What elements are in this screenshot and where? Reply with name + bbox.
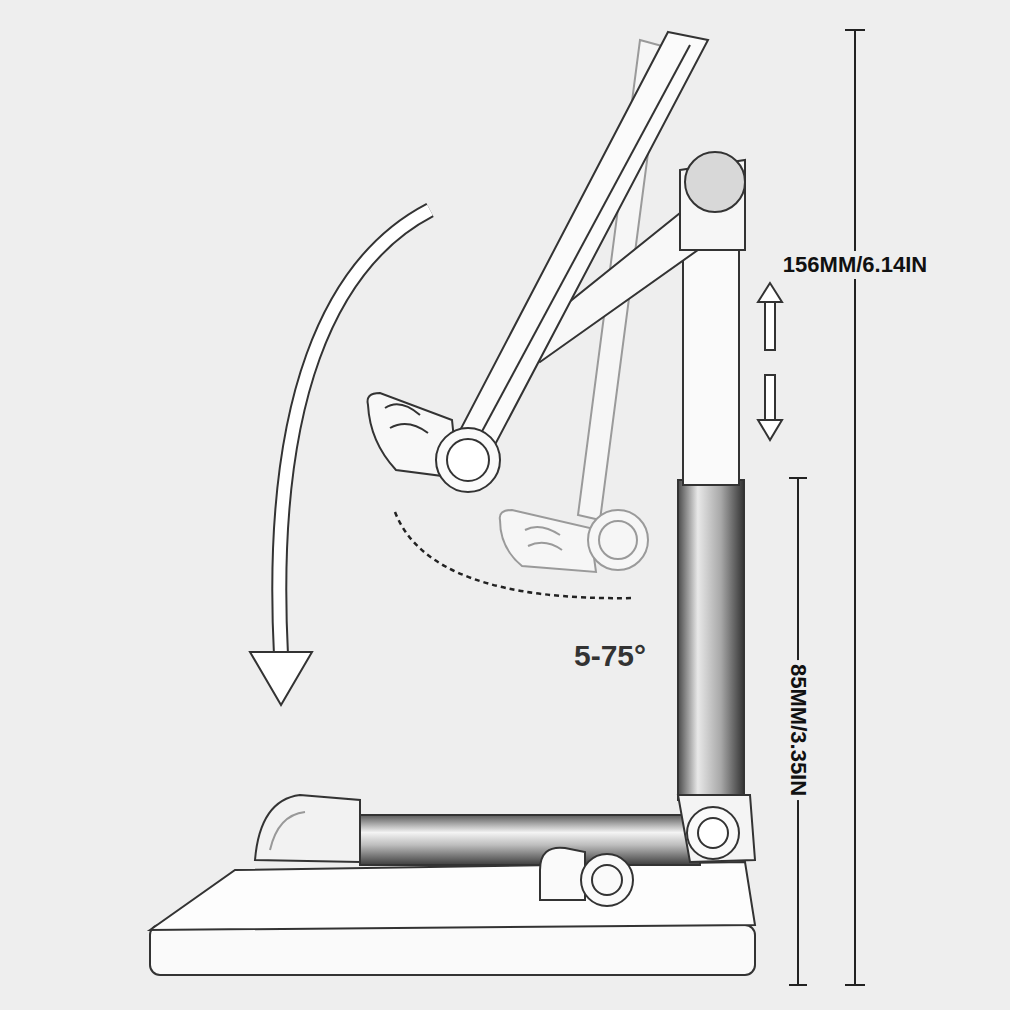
height-arrows (765, 302, 775, 350)
fold-arrow (250, 652, 312, 705)
height-arrows (758, 283, 782, 302)
dimension-label: 156MM/6.14IN (779, 251, 931, 279)
holder-arm (455, 32, 708, 458)
top-hinge (685, 152, 745, 212)
angle-label: 5-75° (570, 637, 650, 674)
ghost-arm (525, 527, 560, 535)
folded-foot (592, 865, 622, 895)
bottom-hinge (678, 795, 755, 862)
height-arrows (765, 375, 775, 420)
lower-tube (678, 480, 744, 800)
bottom-hinge (698, 818, 728, 848)
ghost-arm (528, 543, 562, 550)
bottom-hinge (687, 807, 739, 859)
folded-foot (581, 854, 633, 906)
holder-foot (385, 404, 420, 415)
height-arrows (758, 283, 782, 440)
ghost-arm (588, 510, 648, 570)
base (150, 925, 755, 975)
holder-arm (472, 45, 690, 450)
dimension-line (845, 30, 865, 985)
horizontal-tube (360, 815, 700, 865)
dimension-line (854, 30, 856, 985)
folded-foot (540, 848, 633, 906)
ghost-arm (500, 510, 596, 572)
dimension-line (845, 29, 865, 31)
base (255, 795, 360, 862)
base (150, 862, 755, 930)
ghost-arm (599, 521, 637, 559)
top-hinge (680, 152, 745, 250)
dimension-label: 85MM/3.35IN (784, 660, 812, 800)
holder-foot (368, 393, 501, 492)
base (150, 795, 755, 975)
dimension-line (845, 984, 865, 986)
dimension-line (789, 477, 807, 479)
upper-tube (683, 245, 739, 485)
height-arrows (758, 420, 782, 440)
bottom-hinge (678, 795, 755, 862)
holder-foot (447, 439, 489, 481)
holder-arm (455, 32, 708, 458)
holder-foot (390, 424, 428, 433)
base (270, 812, 305, 850)
holder-foot (436, 428, 500, 492)
folded-foot (540, 848, 585, 900)
dimension-line (789, 984, 807, 986)
